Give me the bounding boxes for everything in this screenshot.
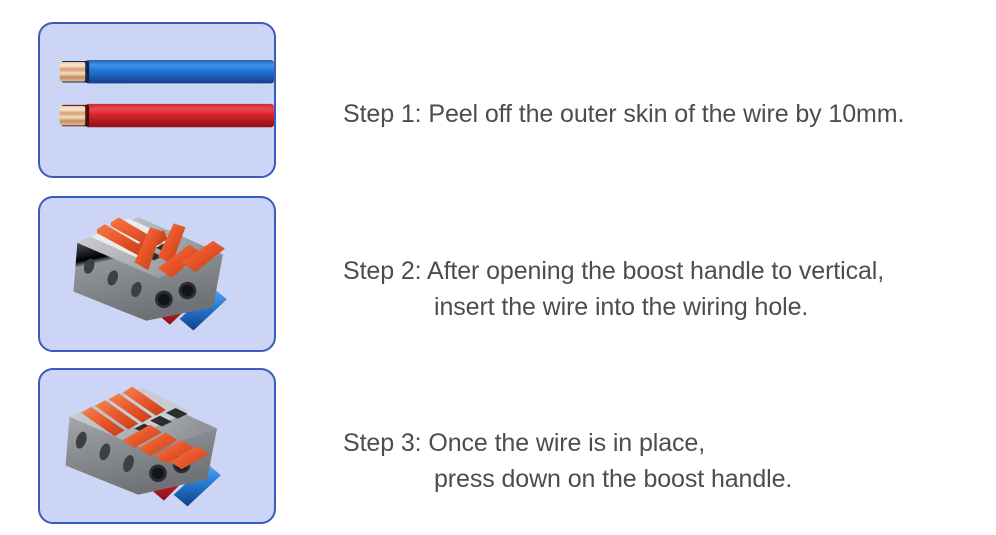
- step-3-image-panel: [38, 368, 276, 524]
- step-3-line-2: press down on the boost handle.: [434, 465, 793, 493]
- wiring-holes: [155, 281, 197, 309]
- steps-text-column: Step 1: Peel off the outer skin of the w…: [343, 0, 963, 535]
- blue-wire: [59, 60, 274, 84]
- connector-levers-closed-illustration: [65, 386, 221, 507]
- boost-levers-open[interactable]: [97, 217, 225, 278]
- step-1-text: Step 1: Peel off the outer skin of the w…: [343, 96, 904, 132]
- step-1-line-1: Step 1: Peel off the outer skin of the w…: [343, 100, 905, 128]
- front-slots: [83, 258, 142, 298]
- step-2-text: Step 2: After opening the boost handle t…: [343, 253, 884, 325]
- step-2-line-1: Step 2: After opening the boost handle t…: [343, 257, 885, 285]
- red-wire: [59, 103, 274, 128]
- step-1-image-panel: [38, 22, 276, 178]
- step-2-line-2: insert the wire into the wiring hole.: [434, 293, 809, 321]
- connector-levers-open-illustration: [73, 217, 227, 331]
- step-3-text: Step 3: Once the wire is in place, press…: [343, 425, 792, 497]
- front-slots: [75, 431, 134, 473]
- step-2-image-panel: [38, 196, 276, 352]
- boost-levers-closed[interactable]: [81, 386, 210, 470]
- stripped-wires-illustration: [59, 60, 274, 128]
- step-3-line-1: Step 3: Once the wire is in place,: [343, 429, 706, 457]
